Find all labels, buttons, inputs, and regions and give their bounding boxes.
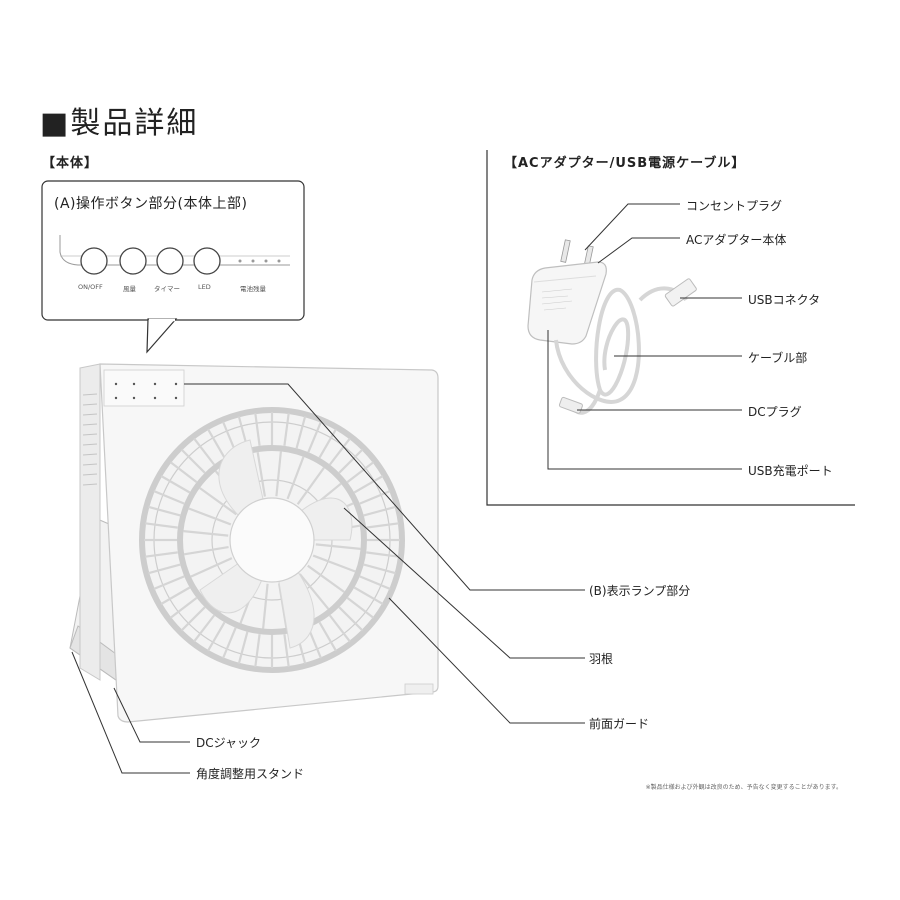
adapter-label: ACアダプター本体 xyxy=(686,233,787,247)
stand-label: 角度調整用スタンド xyxy=(196,767,305,781)
led-button-icon xyxy=(193,247,221,275)
guard-label: 前面ガード xyxy=(589,717,650,731)
adapter-section-frame xyxy=(486,150,855,506)
battery-label: 電池残量 xyxy=(240,285,266,293)
blade-label: 羽根 xyxy=(589,652,614,666)
lamp-strip xyxy=(103,369,185,407)
wind-button-icon xyxy=(119,247,147,275)
usb-connector-label: USBコネクタ xyxy=(748,293,821,307)
onoff-button-label: ON/OFF xyxy=(78,283,103,291)
onoff-button-icon xyxy=(80,247,108,275)
timer-button-label: タイマー xyxy=(154,285,180,293)
usb-port-label: USB充電ポート xyxy=(748,464,833,478)
battery-lamps-icon xyxy=(238,259,281,263)
panel-caption: (A)操作ボタン部分(本体上部) xyxy=(54,196,248,212)
page-title: ■製品詳細 xyxy=(40,106,199,141)
ac-adapter-illustration xyxy=(527,239,697,415)
panel-edge xyxy=(59,235,290,266)
wind-button-label: 風量 xyxy=(123,285,136,293)
fan-hub xyxy=(229,497,315,583)
callout-pointer xyxy=(146,318,178,354)
adapter-section-heading: 【ACアダプター/USB電源ケーブル】 xyxy=(504,156,746,171)
cable-label: ケーブル部 xyxy=(748,351,808,365)
dc-plug-label: DCプラグ xyxy=(748,405,802,419)
body-leader-lines xyxy=(71,383,585,774)
lamp-label: (B)表示ランプ部分 xyxy=(589,584,691,598)
body-section-heading: 【本体】 xyxy=(42,156,99,171)
timer-button-icon xyxy=(156,247,184,275)
disclaimer-note: ※製品仕様および外観は改良のため、予告なく変更することがあります。 xyxy=(645,784,842,791)
panel-buttons xyxy=(80,247,221,275)
plug-label: コンセントプラグ xyxy=(686,199,783,213)
adapter-leader-lines xyxy=(547,203,742,470)
fan-body xyxy=(69,363,439,723)
dc-jack-label: DCジャック xyxy=(196,736,262,750)
led-button-label: LED xyxy=(198,283,211,291)
